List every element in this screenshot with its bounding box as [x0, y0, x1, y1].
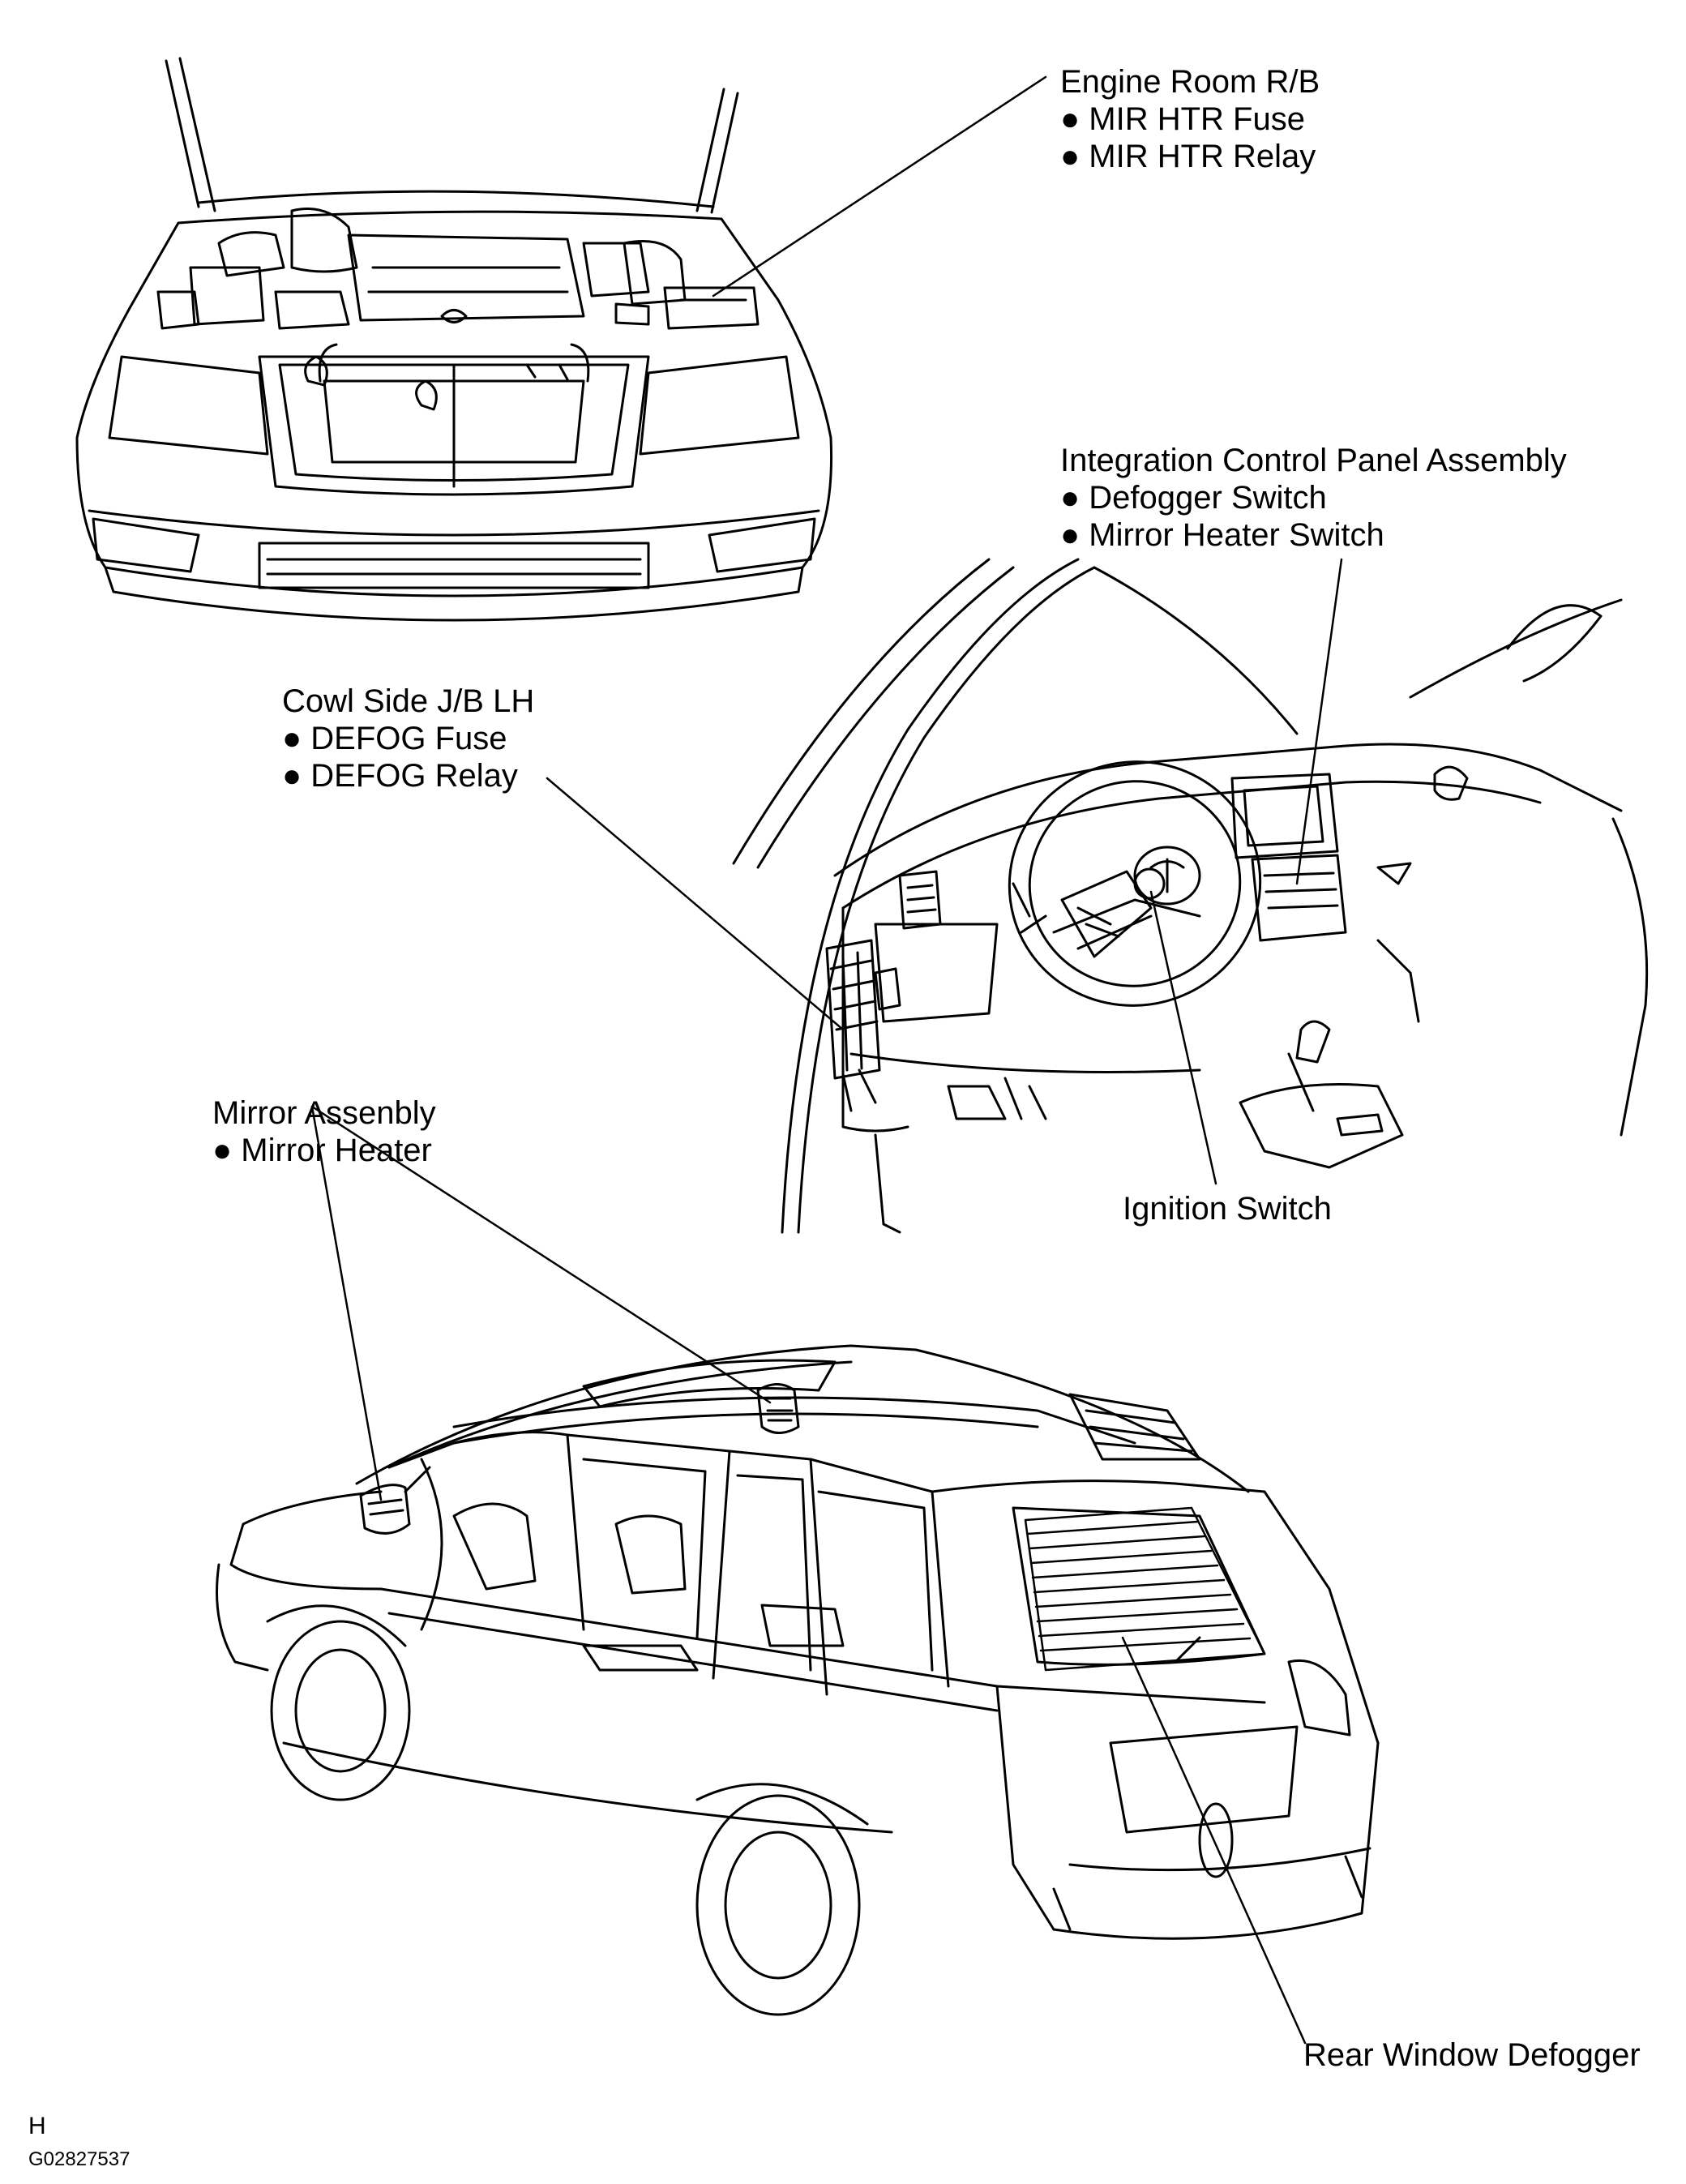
ignition-callout: Ignition Switch: [1123, 1190, 1332, 1227]
integration-item-defogger: Defogger Switch: [1060, 479, 1567, 516]
figure-code: G02827537: [28, 2148, 131, 2170]
mirror-title: Mirror Assenbly: [212, 1095, 436, 1131]
ignition-title: Ignition Switch: [1123, 1191, 1332, 1227]
engine-room-item-relay: MIR HTR Relay: [1060, 138, 1320, 175]
leader-integration: [1295, 558, 1343, 885]
mirror-callout: Mirror Assenbly Mirror Heater: [212, 1094, 436, 1169]
mirror-item-heater: Mirror Heater: [212, 1132, 436, 1169]
rear-window-defogger-grid: [1024, 1506, 1266, 1672]
rear-defogger-title: Rear Window Defogger: [1303, 2037, 1641, 2073]
engine-room-title: Engine Room R/B: [1060, 64, 1320, 100]
cowl-side-item-relay: DEFOG Relay: [282, 757, 534, 794]
leader-cowl-side: [546, 777, 845, 1031]
cabin-interior-illustration: [732, 558, 1649, 1234]
cowl-side-item-fuse: DEFOG Fuse: [282, 720, 534, 757]
leader-mirror-left: [310, 1105, 383, 1501]
leader-engine-room: [712, 75, 1047, 298]
integration-item-mirror-heater: Mirror Heater Switch: [1060, 516, 1567, 554]
engine-bay-illustration: [75, 57, 833, 622]
engine-room-callout: Engine Room R/B MIR HTR Fuse MIR HTR Rel…: [1060, 63, 1320, 175]
cowl-side-callout: Cowl Side J/B LH DEFOG Fuse DEFOG Relay: [282, 683, 534, 794]
vehicle-exterior-illustration: [216, 1344, 1380, 2016]
integration-title: Integration Control Panel Assembly: [1060, 443, 1567, 478]
leader-rear-defogger: [1121, 1636, 1307, 2045]
rear-defogger-callout: Rear Window Defogger: [1303, 2036, 1641, 2074]
cowl-side-title: Cowl Side J/B LH: [282, 683, 535, 719]
section-letter: H: [28, 2113, 46, 2139]
leader-lines: [310, 75, 1343, 2045]
leader-ignition: [1149, 890, 1217, 1185]
engine-room-item-fuse: MIR HTR Fuse: [1060, 101, 1320, 138]
integration-callout: Integration Control Panel Assembly Defog…: [1060, 442, 1567, 554]
